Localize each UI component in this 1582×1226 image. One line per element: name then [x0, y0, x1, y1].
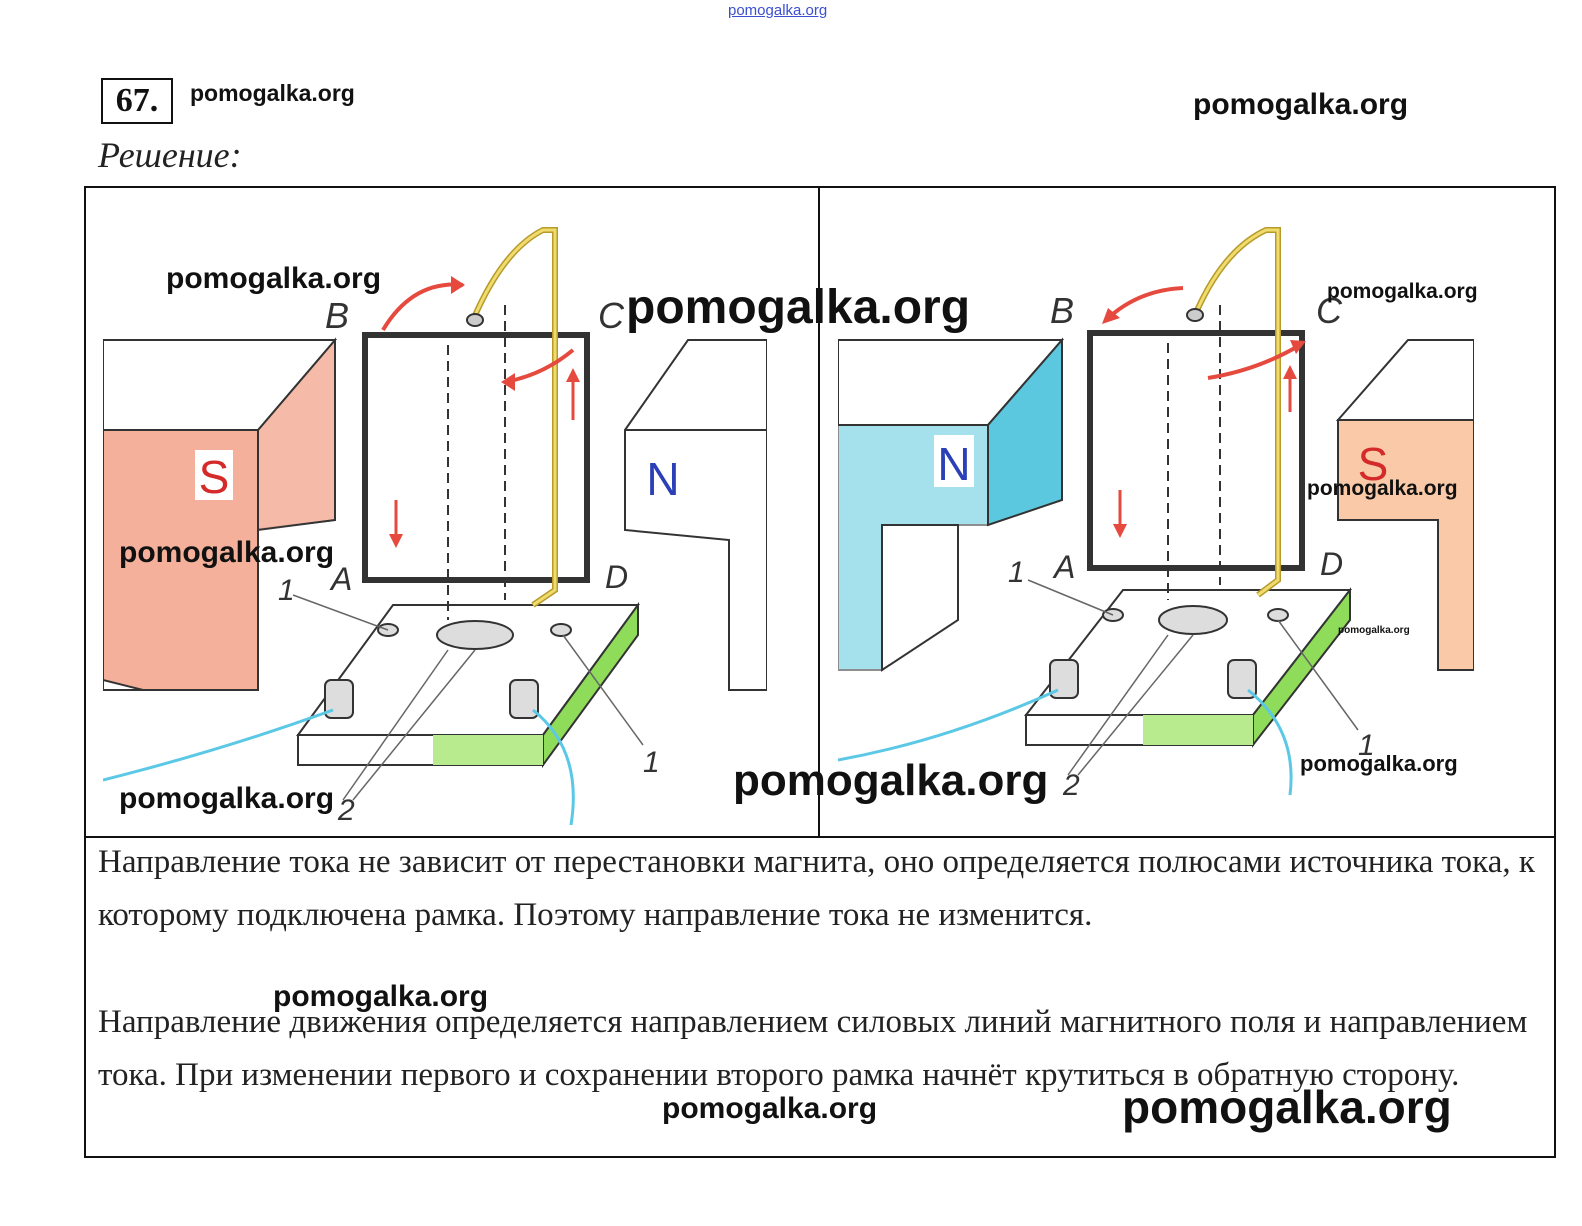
callout-1: 1 [278, 574, 295, 607]
watermark: pomogalka.org [190, 80, 355, 106]
watermark: pomogalka.org [1193, 88, 1409, 121]
pole-label-s: S [199, 451, 230, 503]
pole-label-s: S [1358, 438, 1389, 490]
row-divider [84, 836, 1556, 838]
left-magnet: N [838, 337, 1065, 672]
solution-heading: Решение: [98, 135, 242, 175]
watermark: pomogalka.org [119, 536, 335, 569]
callout-2: 2 [1062, 769, 1080, 800]
corner-label-a: A [1052, 549, 1075, 585]
motor-base [1023, 587, 1353, 748]
watermark: pomogalka.org [733, 756, 1049, 805]
rotor-frame [1087, 227, 1305, 635]
answer-paragraph-1: Направление тока не зависит от перестано… [98, 844, 1535, 933]
right-magnet: N [624, 339, 767, 691]
callout-1: 1 [1008, 556, 1025, 589]
right-magnet: S [1335, 339, 1474, 671]
corner-label-d: D [605, 559, 628, 595]
rotation-arrow [1207, 343, 1302, 380]
rotation-arrow [504, 348, 575, 384]
figure-divider [818, 186, 820, 838]
wire [532, 708, 575, 826]
callout-1: 1 [643, 746, 660, 779]
callout-1: 1 [1358, 729, 1375, 762]
terminal-right [1227, 659, 1257, 699]
corner-label-c: C [1316, 290, 1343, 331]
watermark: pomogalka.org [119, 782, 335, 815]
watermark: pomogalka.org [662, 1092, 878, 1125]
pole-label-n: N [937, 438, 970, 490]
pole-label-n: N [646, 453, 679, 505]
wire [103, 708, 334, 782]
watermark: pomogalka.org [1338, 625, 1410, 636]
top-watermark[interactable]: pomogalka.org [728, 2, 828, 19]
watermark: pomogalka.org [166, 262, 382, 295]
rotor-frame [362, 227, 590, 650]
corner-label-b: B [1050, 290, 1074, 331]
corner-label-c: C [598, 295, 625, 336]
terminal-left [1049, 659, 1079, 699]
wire [838, 688, 1059, 762]
watermark: pomogalka.org [1122, 1081, 1452, 1133]
corner-label-d: D [1320, 546, 1343, 582]
callout-2: 2 [337, 794, 355, 827]
watermark: pomogalka.org [1300, 751, 1458, 776]
rotation-arrow [1104, 286, 1184, 322]
corner-label-a: A [329, 561, 352, 597]
watermark: pomogalka.org [273, 980, 489, 1013]
watermark: pomogalka.org [1307, 477, 1458, 500]
watermark: pomogalka.org [626, 281, 971, 334]
left-magnet: S [103, 337, 338, 691]
terminal-right [509, 679, 539, 719]
answer-paragraph-2: Направление движения определяется направ… [98, 1004, 1528, 1093]
problem-number: 67. [101, 78, 173, 124]
solution-table [84, 186, 1556, 1158]
right-motor-figure: N S B C A D 1 1 2 [838, 227, 1474, 800]
left-motor-figure: S N B C A D 1 1 2 [103, 227, 767, 827]
motor-base [296, 601, 640, 769]
corner-label-b: B [325, 295, 349, 336]
terminal-left [324, 679, 354, 719]
wire [1247, 688, 1293, 796]
watermark: pomogalka.org [1327, 280, 1478, 303]
